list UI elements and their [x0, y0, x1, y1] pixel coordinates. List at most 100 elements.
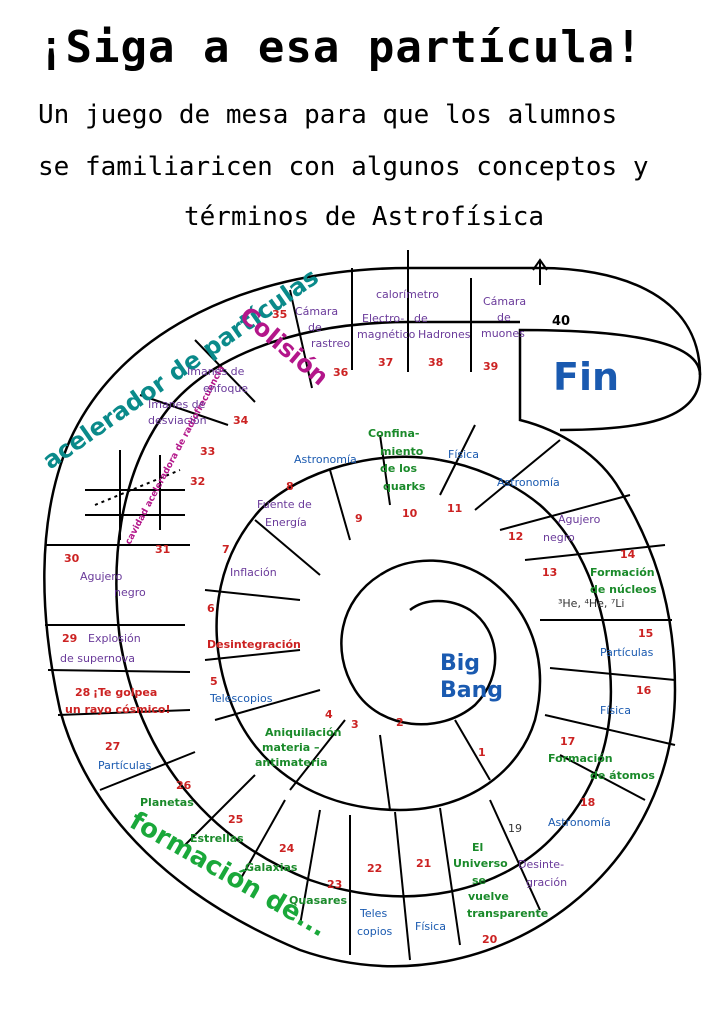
square-33-label: Astronomía — [294, 453, 357, 466]
square-37-label-2: magnético — [357, 328, 416, 341]
square-20-number: 20 — [482, 933, 498, 946]
formation-label: formación de... — [125, 806, 332, 943]
square-27-number: 27 — [105, 740, 120, 753]
square-7-label: Inflación — [230, 566, 277, 579]
square-10-label: Confina- — [368, 427, 419, 440]
square-26-number: 26 — [176, 779, 192, 792]
big-bang-label-2: Bang — [440, 678, 503, 703]
square-19-label: Desinte- — [518, 858, 564, 871]
square-34-label: Imanes de — [148, 398, 206, 411]
square-18-number: 18 — [580, 796, 595, 809]
square-37-label: Electro- — [362, 312, 404, 325]
square-35-label: Imanes de — [187, 365, 245, 378]
square-22-label: Teles — [359, 907, 387, 920]
square-19-number: 19 — [508, 822, 522, 835]
finish-label: Fin — [553, 355, 619, 399]
square-21-label: Física — [415, 920, 446, 933]
square-36-number: 36 — [333, 366, 349, 379]
square-26-label: Planetas — [140, 796, 194, 809]
square-20-label-3: se — [472, 874, 486, 887]
square-38-label: de — [414, 312, 428, 325]
subtitle-line-3: términos de Astrofísica — [183, 202, 545, 232]
square-39-label-2: de — [497, 311, 511, 324]
square-23-number: 23 — [327, 878, 342, 891]
square-28-label-2: un rayo cósmico! — [65, 703, 171, 716]
square-25-label: Estrellas — [190, 832, 244, 845]
square-5-number: 5 — [210, 675, 218, 688]
square-9-number: 9 — [355, 512, 363, 525]
square-18-label: Astronomía — [548, 816, 611, 829]
spiral-track — [43, 266, 702, 968]
square-17-number: 17 — [560, 735, 575, 748]
start-arrow — [407, 250, 548, 285]
square-36-label-3: rastreo — [311, 337, 350, 350]
square-39-label: Cámara — [483, 295, 526, 308]
square-dividers — [45, 268, 676, 961]
square-16-number: 16 — [636, 684, 652, 697]
square-10-label-2: miento — [380, 445, 424, 458]
square-3-number: 3 — [351, 718, 359, 731]
square-4-label-2: materia – — [262, 741, 320, 754]
square-8-label: Fuente de — [257, 498, 312, 511]
square-10-number: 10 — [402, 507, 418, 520]
square-22-number: 22 — [367, 862, 382, 875]
square-20-label: El — [472, 841, 483, 854]
square-11-label: Física — [448, 448, 479, 461]
square-17-label-2: de átomos — [590, 769, 655, 782]
square-8-label-2: Energía — [265, 516, 307, 529]
square-5-label: Telescopios — [209, 692, 273, 705]
square-14-label: Agujero — [558, 513, 601, 526]
square-39-label-3: muones — [481, 327, 525, 340]
square-34-number: 34 — [233, 414, 249, 427]
square-1-number: 1 — [478, 746, 486, 759]
square-32-number: 32 — [190, 475, 205, 488]
subtitle-line-1: Un juego de mesa para que los alumnos — [38, 100, 618, 130]
square-36-label: Cámara — [295, 305, 338, 318]
square-25-number: 25 — [228, 813, 243, 826]
square-38-number: 38 — [428, 356, 443, 369]
square-24-label: Galaxias — [245, 861, 298, 874]
square-20-label-5: transparente — [467, 907, 548, 920]
square-34-label-2: desviación — [148, 414, 207, 427]
square-14-number: 14 — [620, 548, 636, 561]
accelerator-cavity-drawing — [85, 450, 185, 540]
square-15-label: Partículas — [600, 646, 654, 659]
square-20-label-2: Universo — [453, 857, 508, 870]
square-12-number: 12 — [508, 530, 523, 543]
subtitle-line-2: se familiaricen con algunos conceptos y — [38, 152, 649, 182]
square-30-label: Agujero — [80, 570, 123, 583]
square-36-label-2: de — [308, 321, 322, 334]
square-31-number: 31 — [155, 543, 170, 556]
square-37-number: 37 — [378, 356, 393, 369]
square-7-number: 7 — [222, 543, 230, 556]
square-22-label-2: copios — [357, 925, 393, 938]
square-10-label-4: quarks — [383, 480, 426, 493]
square-39-number: 39 — [483, 360, 498, 373]
square-13-label: Formación — [590, 566, 655, 579]
square-33-number: 33 — [200, 445, 215, 458]
square-29-number: 29 — [62, 632, 77, 645]
square-16-label: Física — [600, 704, 631, 717]
square-38-label-2: Hadrones — [418, 328, 471, 341]
square-40-number: 40 — [552, 314, 570, 329]
square-4-number: 4 — [325, 708, 333, 721]
square-20-label-4: vuelve — [468, 890, 509, 903]
square-12-label: Astronomía — [497, 476, 560, 489]
square-23-label: Quasares — [289, 894, 347, 907]
square-4-label: Aniquilación — [265, 726, 341, 739]
square-8-number: 8 — [286, 480, 294, 493]
square-10-label-3: de los — [380, 462, 417, 475]
square-29-label: Explosión — [88, 632, 141, 645]
square-24-number: 24 — [279, 842, 295, 855]
square-13-number: 13 — [542, 566, 557, 579]
square-6-label: Desintegración — [207, 638, 301, 651]
square-13-label-2: de núcleos — [590, 583, 657, 596]
square-35-number: 35 — [272, 308, 287, 321]
square-2-number: 2 — [396, 716, 404, 729]
square-21-number: 21 — [416, 857, 431, 870]
square-28-number: 28 — [75, 686, 90, 699]
square-30-number: 30 — [64, 552, 80, 565]
square-28-label: ¡Te golpea — [93, 686, 157, 699]
square-11-number: 11 — [447, 502, 462, 515]
